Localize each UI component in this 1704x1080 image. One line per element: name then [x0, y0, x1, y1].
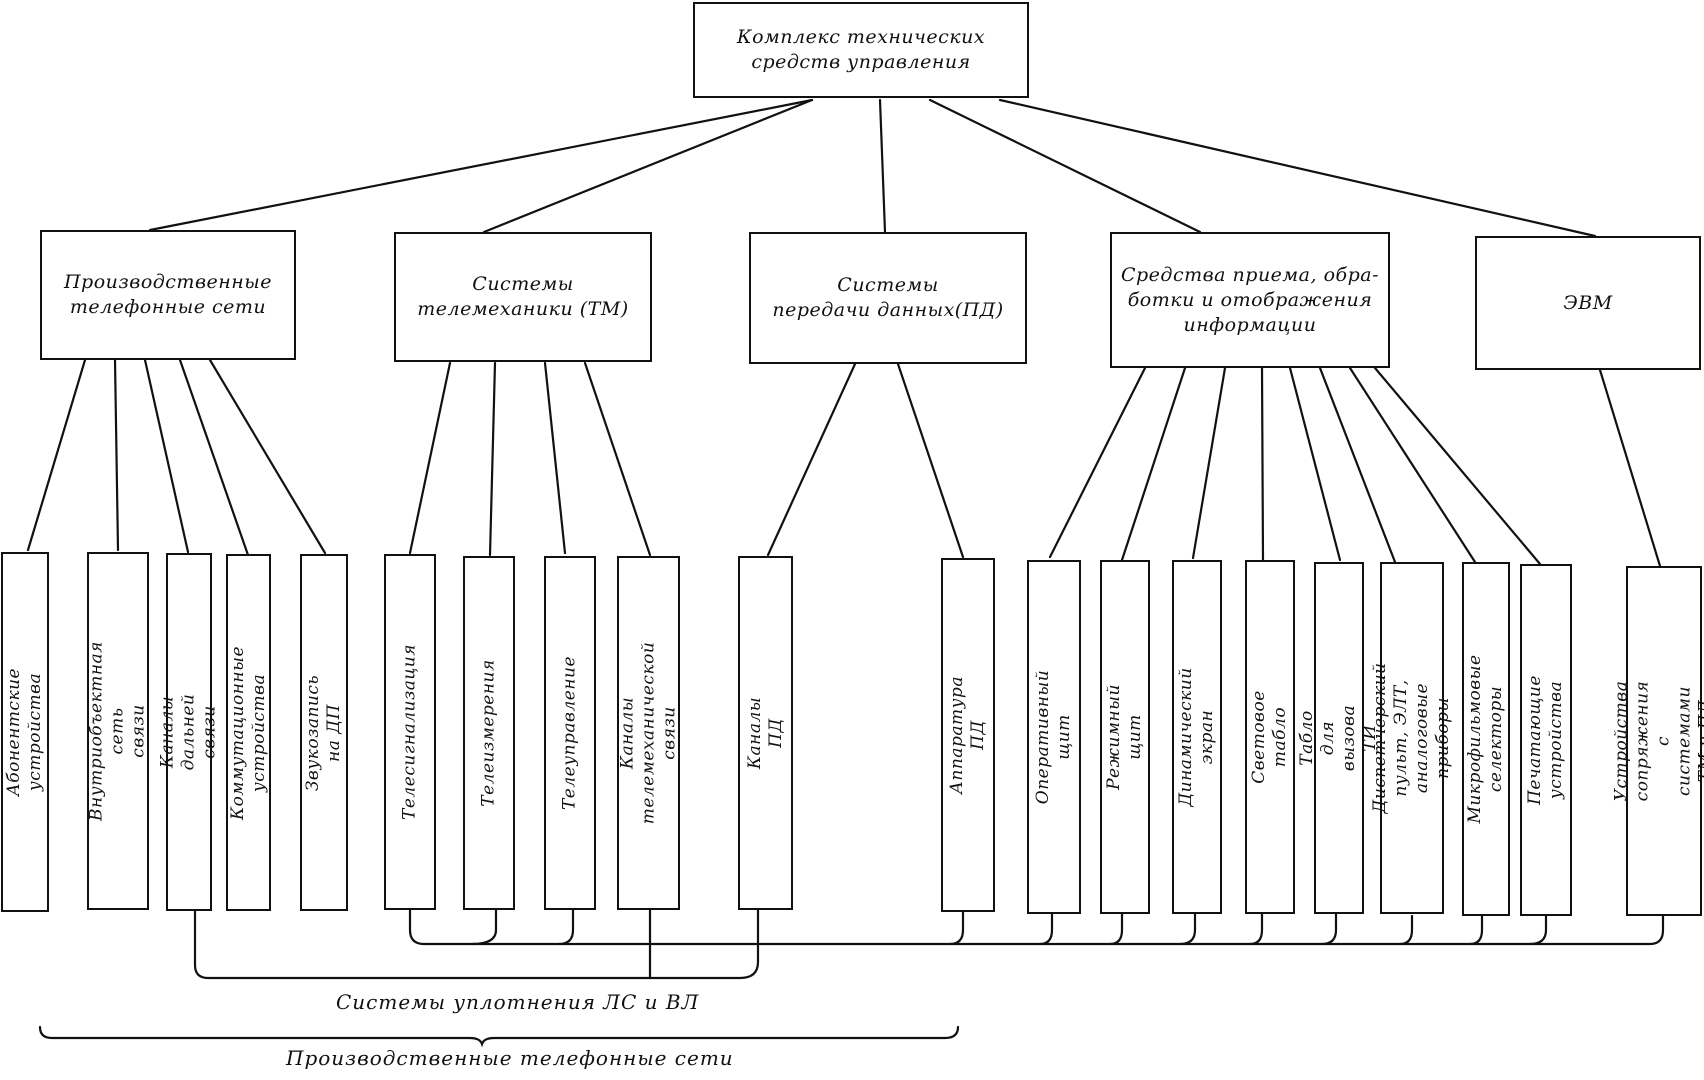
leaf-light-display: Световое табло	[1245, 560, 1295, 914]
leaf-label: Коммутационные устройства	[227, 645, 269, 820]
leaf-in-house-network: Внутриобъектная сеть связи	[87, 552, 149, 910]
leaf-label: Табло для вызова ТИ	[1297, 704, 1380, 772]
leaf-telesignalling: Телесигнализация	[384, 554, 436, 910]
leaf-long-distance-channels: Каналы дальней связи	[158, 553, 220, 911]
root-box: Комплекс технических средств управления	[693, 2, 1029, 98]
leaf-label: Микрофильмовые селекторы	[1465, 654, 1506, 824]
leaf-label: Устройства сопряжения с системами ТМ и П…	[1611, 680, 1704, 802]
leaf-printing-devices: Печатающие устройства	[1520, 564, 1572, 916]
leaf-dispatcher-console: Диспетчерский пульт, ЭЛТ, аналоговые при…	[1370, 562, 1453, 914]
leaf-interface-devices: Устройства сопряжения с системами ТМ и П…	[1612, 566, 1704, 916]
category-data-transmission: Системы передачи данных(ПД)	[749, 232, 1027, 364]
leaf-label: Телеизмерения	[478, 659, 499, 807]
leaf-label: Каналы ПД	[744, 696, 786, 770]
category-computer: ЭВМ	[1475, 236, 1701, 370]
leaf-mode-panel: Режимный щит	[1100, 560, 1150, 914]
leaf-telemechanic-channels: Каналы телемеханической связи	[617, 556, 680, 910]
leaf-data-channels: Каналы ПД	[738, 556, 793, 910]
caption-multiplexing: Системы уплотнения ЛС и ВЛ	[336, 990, 700, 1014]
leaf-label: Оперативный щит	[1033, 669, 1074, 805]
leaf-label: Звукозапись на ДП	[303, 674, 344, 791]
leaf-label: Световое табло	[1249, 690, 1290, 784]
leaf-label: Каналы телемеханической связи	[617, 641, 679, 825]
leaf-subscriber-devices: Абонентские устройства	[1, 552, 49, 912]
leaf-telecontrol: Телеуправление	[544, 556, 596, 910]
leaf-telemeasurement: Телеизмерения	[463, 556, 515, 910]
leaf-label: Телесигнализация	[399, 644, 420, 820]
caption-production-networks: Производственные телефонные сети	[286, 1046, 734, 1070]
category-telephone-networks: Производственные телефонные сети	[40, 230, 296, 360]
leaf-microfilm-selectors: Микрофильмовые селекторы	[1462, 562, 1510, 916]
leaf-switching-devices: Коммутационные устройства	[226, 554, 271, 911]
leaf-dynamic-screen: Динамический экран	[1172, 560, 1222, 914]
leaf-label: Каналы дальней связи	[157, 693, 220, 771]
leaf-label: Режимный щит	[1104, 684, 1145, 790]
leaf-label: Абонентские устройства	[4, 667, 45, 797]
leaf-sound-recording: Звукозапись на ДП	[300, 554, 348, 911]
leaf-call-display: Табло для вызова ТИ	[1297, 562, 1380, 914]
leaf-label: Аппаратура ПД	[947, 676, 988, 794]
leaf-label: Печатающие устройства	[1525, 675, 1566, 805]
leaf-data-equipment: Аппаратура ПД	[941, 558, 995, 912]
category-telemechanics: Системы телемеханики (ТМ)	[394, 232, 652, 362]
leaf-label: Динамический экран	[1176, 667, 1217, 807]
leaf-operational-panel: Оперативный щит	[1027, 560, 1081, 914]
leaf-label: Диспетчерский пульт, ЭЛТ, аналоговые при…	[1370, 662, 1453, 814]
leaf-label: Телеуправление	[559, 655, 580, 811]
leaf-label: Внутриобъектная сеть связи	[86, 641, 149, 821]
category-information-processing: Средства приема, обра- ботки и отображен…	[1110, 232, 1390, 368]
